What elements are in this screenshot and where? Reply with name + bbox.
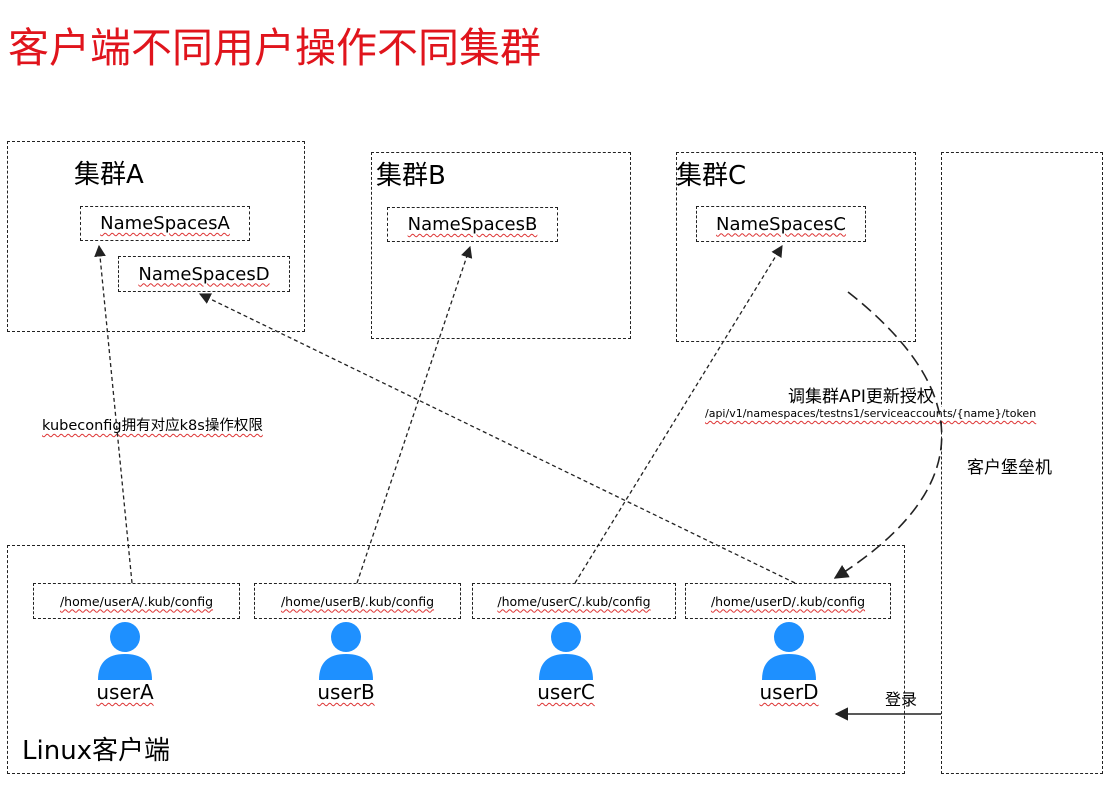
user-name-userA: userA bbox=[96, 680, 154, 704]
user-label-userD: userD bbox=[729, 680, 849, 704]
bastion-box bbox=[941, 152, 1103, 774]
config-path-userB[interactable]: /home/userB/.kub/config bbox=[254, 583, 461, 619]
kubeconfig-note: kubeconfig拥有对应k8s操作权限 bbox=[42, 414, 263, 435]
api-path-text: /api/v1/namespaces/testns1/serviceaccoun… bbox=[705, 407, 1037, 420]
api-path: /api/v1/namespaces/testns1/serviceaccoun… bbox=[705, 407, 1037, 420]
cluster-b-label: 集群B bbox=[376, 161, 446, 191]
namespace-a-label: NameSpacesA bbox=[100, 213, 230, 234]
user-name-userD: userD bbox=[759, 680, 819, 704]
page-title: 客户端不同用户操作不同集群 bbox=[8, 24, 541, 72]
linux-client-label: Linux客户端 bbox=[22, 736, 171, 766]
user-label-userA: userA bbox=[65, 680, 185, 704]
config-path-userB-text: /home/userB/.kub/config bbox=[280, 593, 435, 609]
bastion-label: 客户堡垒机 bbox=[967, 453, 1052, 478]
config-path-userD-text: /home/userD/.kub/config bbox=[710, 593, 866, 609]
cluster-a-label: 集群A bbox=[74, 160, 144, 190]
user-icon bbox=[762, 622, 816, 680]
namespace-a[interactable]: NameSpacesA bbox=[80, 206, 250, 241]
config-path-userC-text: /home/userC/.kub/config bbox=[497, 593, 651, 609]
namespace-c[interactable]: NameSpacesC bbox=[696, 206, 866, 242]
cluster-c-label: 集群C bbox=[676, 161, 747, 191]
user-name-userB: userB bbox=[317, 680, 375, 704]
arrow-userB-to-nsB bbox=[356, 245, 473, 584]
namespace-d[interactable]: NameSpacesD bbox=[118, 256, 290, 292]
namespace-c-label: NameSpacesC bbox=[716, 213, 846, 235]
user-icon bbox=[539, 622, 593, 680]
config-path-userD[interactable]: /home/userD/.kub/config bbox=[685, 583, 891, 619]
kubeconfig-note-text: kubeconfig拥有对应k8s操作权限 bbox=[42, 418, 263, 434]
cluster-b-box bbox=[371, 152, 631, 339]
user-name-userC: userC bbox=[537, 680, 595, 704]
config-path-userC[interactable]: /home/userC/.kub/config bbox=[472, 583, 676, 619]
config-path-userA[interactable]: /home/userA/.kub/config bbox=[33, 583, 240, 619]
arrow-userD-to-nsD bbox=[198, 293, 796, 584]
user-icon bbox=[319, 622, 373, 680]
arrow-userA-to-nsA bbox=[94, 244, 133, 584]
user-label-userB: userB bbox=[286, 680, 406, 704]
config-path-userA-text: /home/userA/.kub/config bbox=[59, 593, 214, 609]
user-label-userC: userC bbox=[506, 680, 626, 704]
cluster-c-box bbox=[676, 152, 916, 342]
login-label: 登录 bbox=[885, 690, 918, 709]
cluster-a-box bbox=[7, 141, 305, 332]
arrow-userC-to-nsC bbox=[574, 245, 783, 584]
api-title: 调集群API更新授权 bbox=[788, 382, 934, 407]
namespace-d-label: NameSpacesD bbox=[138, 263, 270, 285]
namespace-b[interactable]: NameSpacesB bbox=[387, 207, 558, 242]
user-icon bbox=[98, 622, 152, 680]
linux-client-box bbox=[7, 545, 905, 774]
namespace-b-label: NameSpacesB bbox=[407, 214, 538, 235]
arrow-clusterC-to-userD bbox=[833, 291, 943, 579]
